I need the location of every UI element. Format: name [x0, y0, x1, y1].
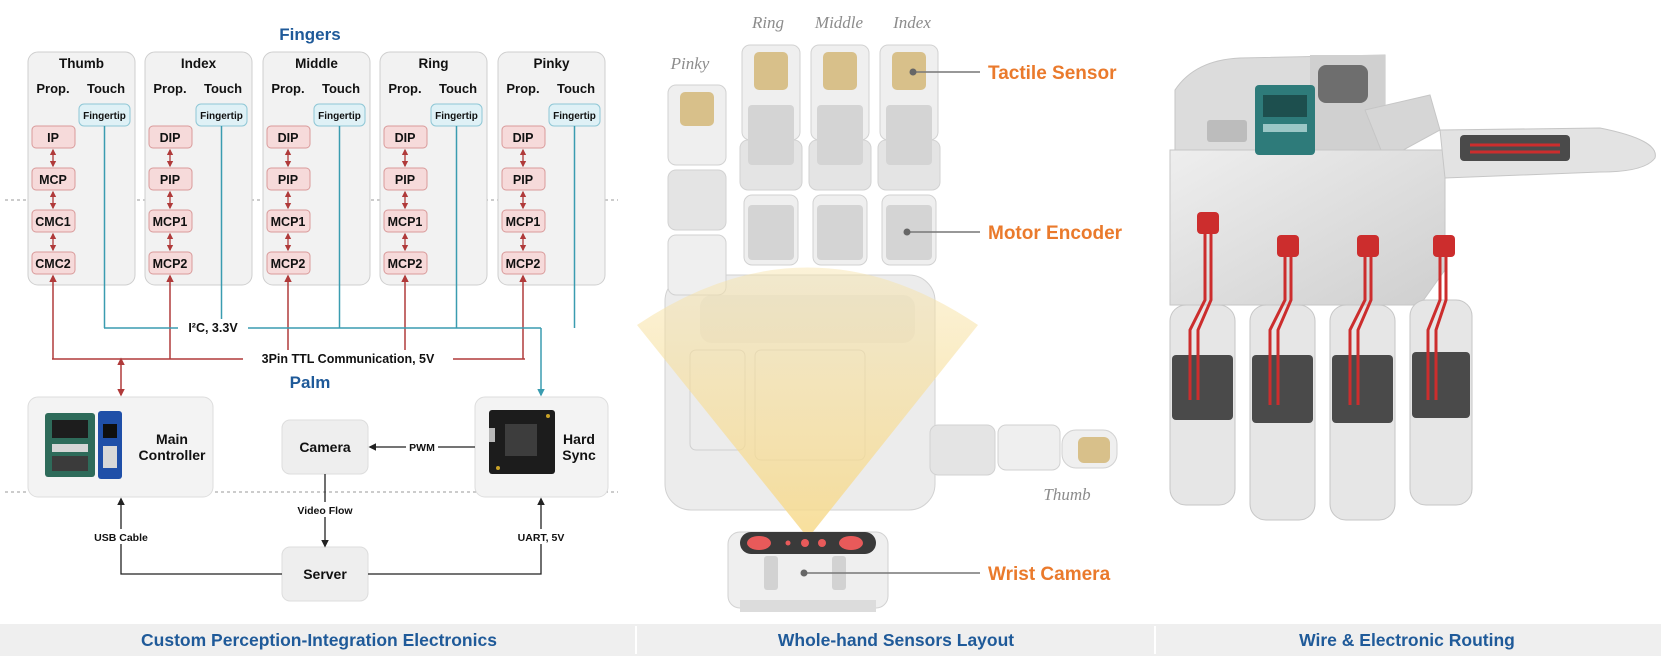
main-controller-box: Main Controller — [27, 396, 214, 498]
joint-pip: PIP — [513, 173, 533, 187]
touch-header: Touch — [322, 81, 360, 96]
caption-wire-routing: Wire & Electronic Routing — [1299, 630, 1515, 650]
touch-header: Touch — [439, 81, 477, 96]
finger-name-thumb: Thumb — [59, 56, 104, 71]
joint-dip: DIP — [513, 131, 534, 145]
ttl-bus: 3Pin TTL Communication, 5V — [52, 350, 525, 397]
prop-header: Prop. — [271, 81, 304, 96]
joint-mcp1: MCP1 — [153, 215, 188, 229]
finger-name-index: Index — [181, 56, 217, 71]
touch-header: Touch — [204, 81, 242, 96]
i2c-bus: I²C, 3.3V — [104, 319, 545, 397]
controller-board-icon — [45, 411, 122, 479]
joint-mcp: MCP — [39, 173, 67, 187]
joint-ip: IP — [47, 131, 59, 145]
prop-header: Prop. — [153, 81, 186, 96]
joint-mcp2: MCP2 — [153, 257, 188, 271]
finger-name-pinky: Pinky — [533, 56, 570, 71]
callout-motor-encoder: Motor Encoder — [988, 223, 1123, 244]
callout-tactile-sensor: Tactile Sensor — [988, 63, 1117, 84]
pwm-arrow: PWM — [368, 439, 475, 454]
caption-sensors-layout: Whole-hand Sensors Layout — [778, 630, 1014, 650]
caption-bar: Custom Perception-Integration Electronic… — [0, 624, 1661, 656]
camera-label: Camera — [299, 439, 351, 455]
camera-box: Camera — [281, 419, 369, 475]
joint-dip: DIP — [160, 131, 181, 145]
joint-mcp2: MCP2 — [271, 257, 306, 271]
palm-title: Palm — [290, 373, 331, 392]
tactile-pads — [680, 52, 1110, 463]
joint-mcp1: MCP1 — [271, 215, 306, 229]
sensor-layout-illustration: Ring Middle Index Pinky Thumb Tactile Se… — [637, 13, 1123, 612]
ttl-label: 3Pin TTL Communication, 5V — [262, 352, 435, 366]
touch-header: Touch — [87, 81, 125, 96]
joint-pip: PIP — [395, 173, 415, 187]
joint-dip: DIP — [278, 131, 299, 145]
joint-dip: DIP — [395, 131, 416, 145]
hand-render-back — [1169, 54, 1656, 521]
joint-mcp2: MCP2 — [388, 257, 423, 271]
prop-header: Prop. — [506, 81, 539, 96]
wrist-camera-module — [740, 532, 876, 590]
finger-name-labels: Ring Middle Index Pinky Thumb — [670, 13, 1091, 504]
fingertip-sensor: Fingertip — [83, 111, 126, 122]
callout-wrist-camera: Wrist Camera — [988, 564, 1111, 585]
hard-sync-label-line1: Hard — [563, 431, 595, 447]
wire-routing-illustration — [1169, 54, 1656, 521]
finger-name-middle: Middle — [295, 56, 338, 71]
i2c-label: I²C, 3.3V — [188, 321, 238, 335]
fingertip-sensor: Fingertip — [435, 111, 478, 122]
label-thumb: Thumb — [1043, 485, 1090, 504]
label-index: Index — [892, 13, 931, 32]
label-pinky: Pinky — [670, 54, 710, 73]
main-controller-label-line1: Main — [156, 431, 188, 447]
fingertip-sensor: Fingertip — [553, 111, 596, 122]
usb-cable-arrow: USB Cable — [88, 497, 282, 575]
uart-label: UART, 5V — [518, 532, 565, 544]
fingers-title: Fingers — [279, 25, 340, 44]
callouts: Tactile Sensor Motor Encoder Wrist Camer… — [800, 63, 1123, 585]
usb-cable-label: USB Cable — [94, 532, 148, 544]
wire-routing — [1188, 143, 1560, 405]
joint-pip: PIP — [278, 173, 298, 187]
main-controller-label-line2: Controller — [139, 447, 206, 463]
fingertip-sensor: Fingertip — [200, 111, 243, 122]
joint-mcp1: MCP1 — [388, 215, 423, 229]
caption-electronics: Custom Perception-Integration Electronic… — [141, 630, 497, 650]
hard-sync-box: Hard Sync — [474, 396, 609, 498]
joint-mcp1: MCP1 — [506, 215, 541, 229]
touch-header: Touch — [557, 81, 595, 96]
joint-cmc2: CMC2 — [35, 257, 70, 271]
server-box: Server — [281, 546, 369, 602]
server-label: Server — [303, 566, 347, 582]
joint-mcp2: MCP2 — [506, 257, 541, 271]
sync-board-icon — [489, 410, 555, 474]
joint-pip: PIP — [160, 173, 180, 187]
finger-name-ring: Ring — [419, 56, 449, 71]
camera-field-of-view — [637, 267, 978, 538]
fingertip-sensor: Fingertip — [318, 111, 361, 122]
prop-header: Prop. — [388, 81, 421, 96]
label-middle: Middle — [814, 13, 864, 32]
joint-cmc1: CMC1 — [35, 215, 70, 229]
prop-header: Prop. — [36, 81, 69, 96]
pwm-label: PWM — [409, 442, 435, 454]
video-flow-arrow: Video Flow — [292, 474, 358, 548]
hard-sync-label-line2: Sync — [562, 447, 596, 463]
video-flow-label: Video Flow — [297, 505, 353, 517]
label-ring: Ring — [751, 13, 784, 32]
uart-arrow: UART, 5V — [368, 497, 572, 575]
